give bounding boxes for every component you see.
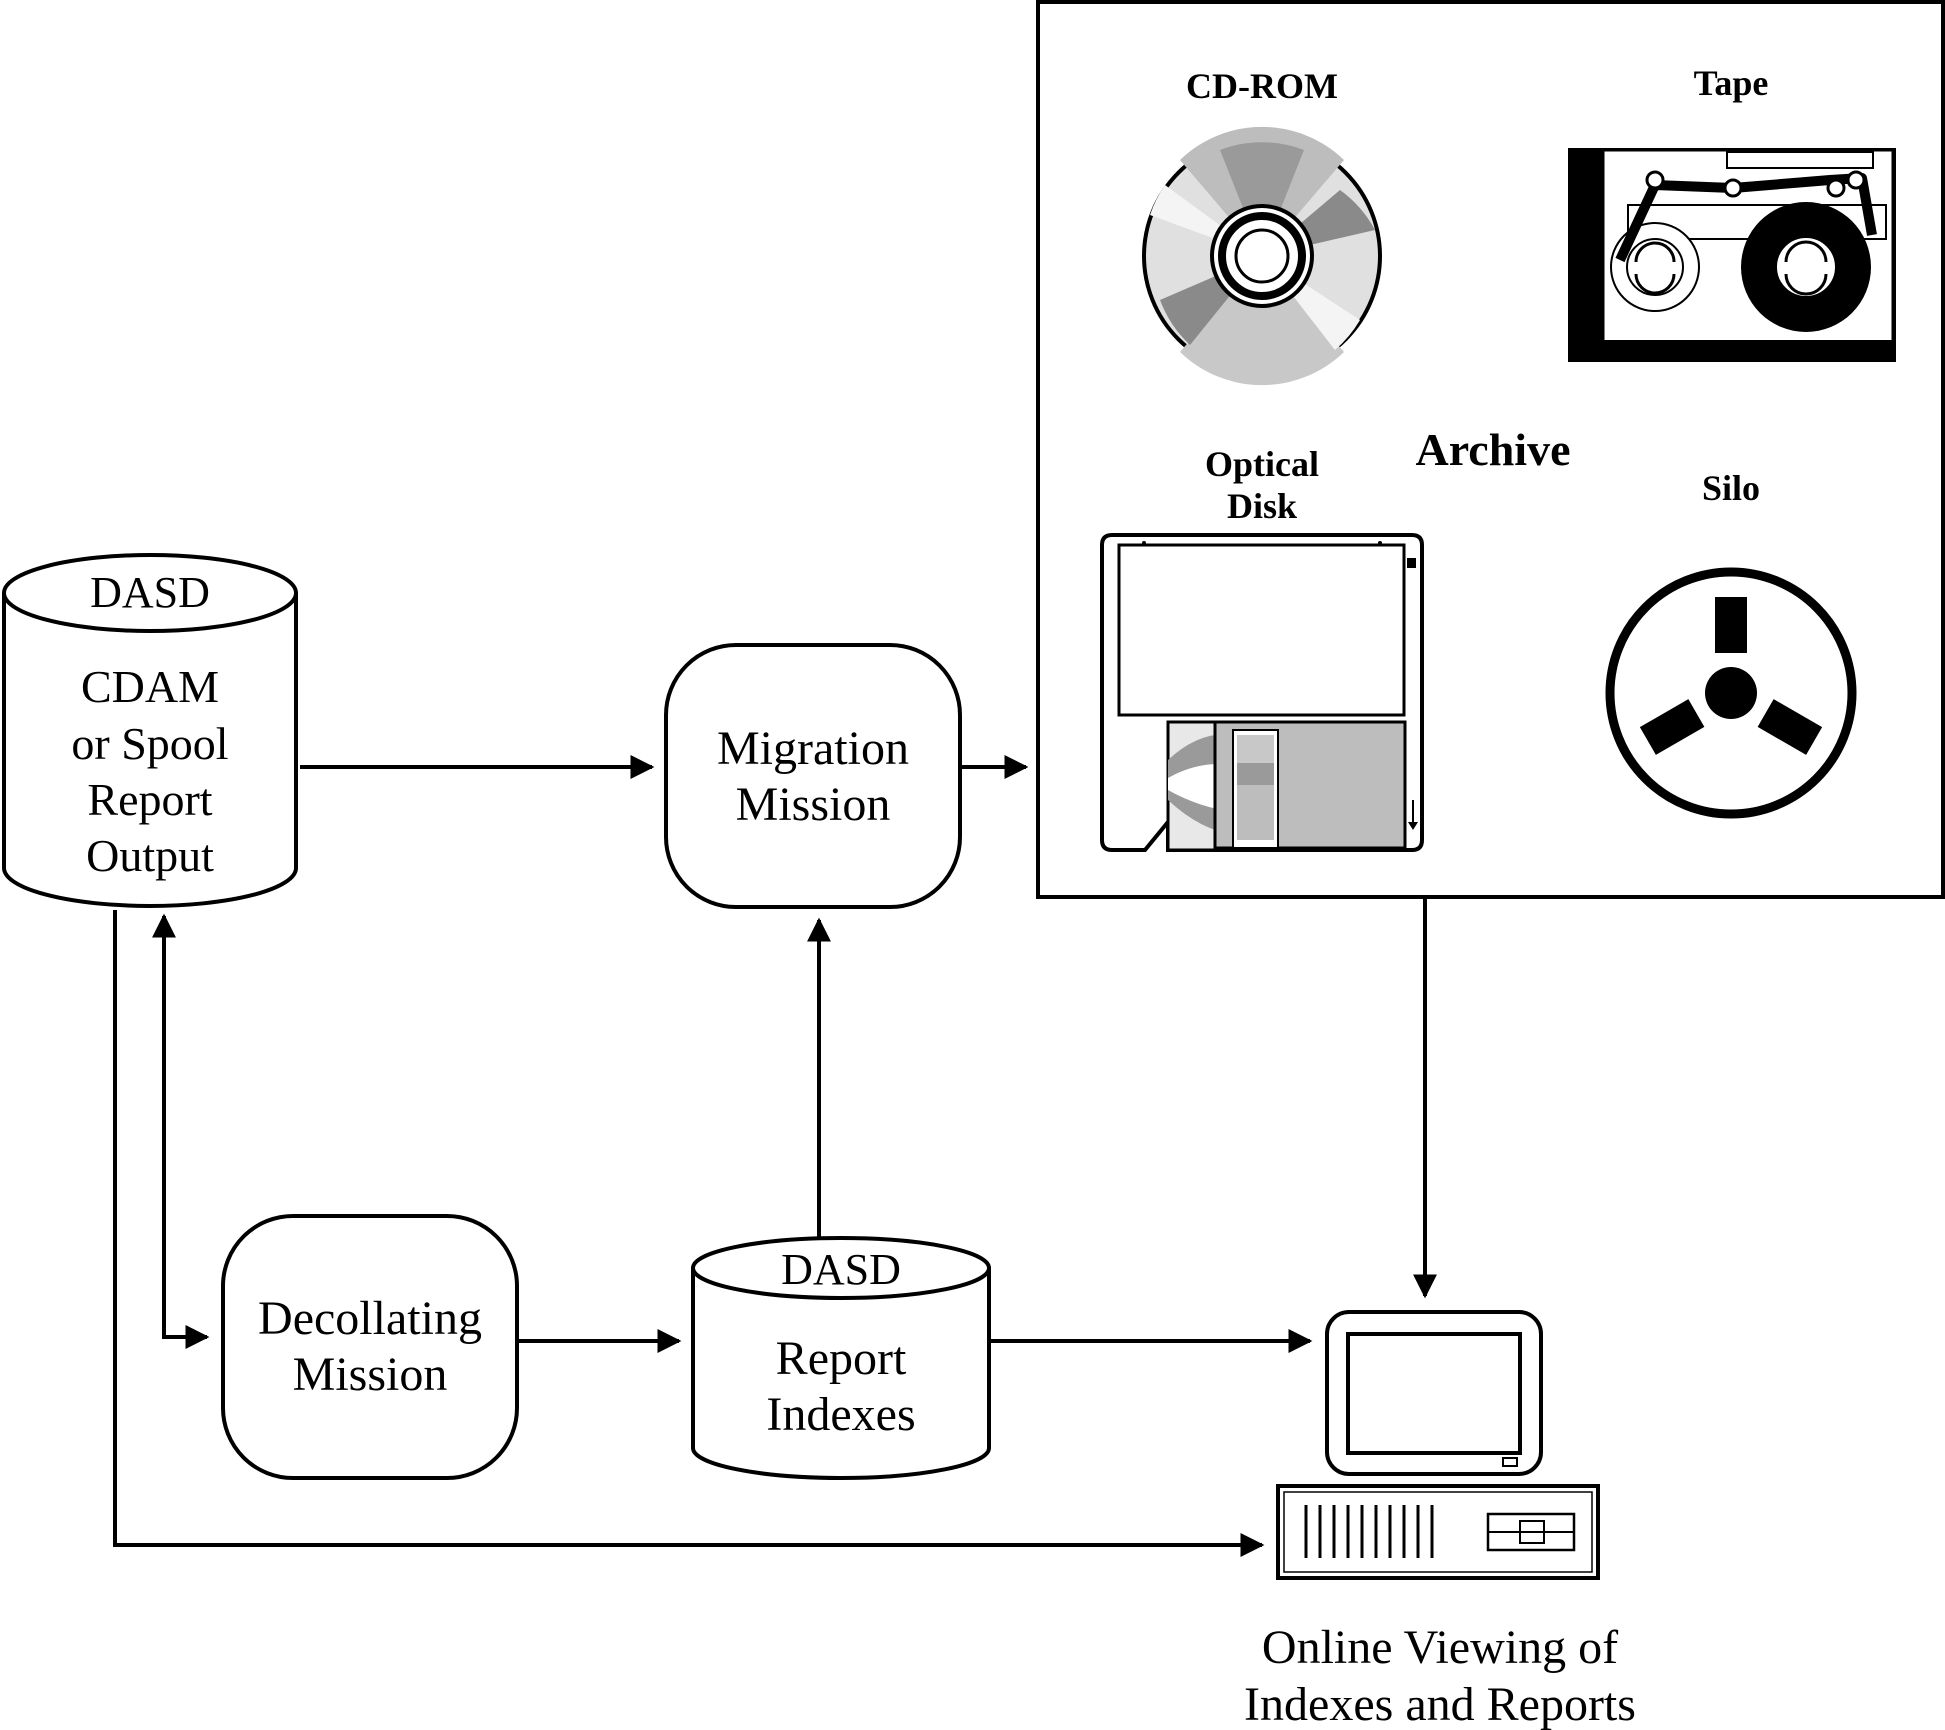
viewing-label-line1: Online Viewing of [1262,1621,1618,1674]
tape-label: Tape [1694,63,1769,103]
optical-disk-label-line1: Optical [1205,444,1319,484]
optical-disk-icon [1100,533,1424,852]
silo-reel-icon [1605,567,1857,819]
migration-line2: Mission [736,778,891,831]
dasd-spool-cylinder: DASD CDAM or Spool Report Output [2,553,298,908]
archive-panel: Archive CD-ROM Tape [1036,0,1945,899]
decollating-mission-box: Decollating Mission [221,1214,519,1480]
silo-label: Silo [1702,468,1760,508]
dasd-spool-cap-label: DASD [90,568,210,617]
dasd-index-line1: Report [776,1332,907,1385]
dasd-spool-line2: or Spool [71,718,228,769]
arrow-spool-to-computer [113,910,1265,1557]
cdrom-icon [1142,126,1382,386]
tape-icon [1568,148,1896,362]
arrow-spool-decollating-bidirectional [152,913,210,1349]
dasd-spool-line3: Report [87,774,212,825]
dasd-spool-line4: Output [86,830,214,881]
viewing-label-line2: Indexes and Reports [1244,1678,1636,1730]
computer-workstation-icon [1276,1310,1600,1580]
migration-line1: Migration [717,722,909,775]
dasd-index-cap-label: DASD [781,1245,901,1294]
migration-mission-box: Migration Mission [664,643,962,909]
decollating-line2: Mission [293,1348,448,1401]
cdrom-label: CD-ROM [1186,66,1338,106]
dasd-index-cylinder: DASD Report Indexes [691,1236,991,1480]
dasd-index-line2: Indexes [766,1388,915,1441]
connectors [113,755,1437,1557]
dasd-spool-line1: CDAM [81,661,219,712]
decollating-line1: Decollating [258,1292,482,1345]
archive-title: Archive [1415,424,1570,475]
optical-disk-label-line2: Disk [1227,486,1297,526]
